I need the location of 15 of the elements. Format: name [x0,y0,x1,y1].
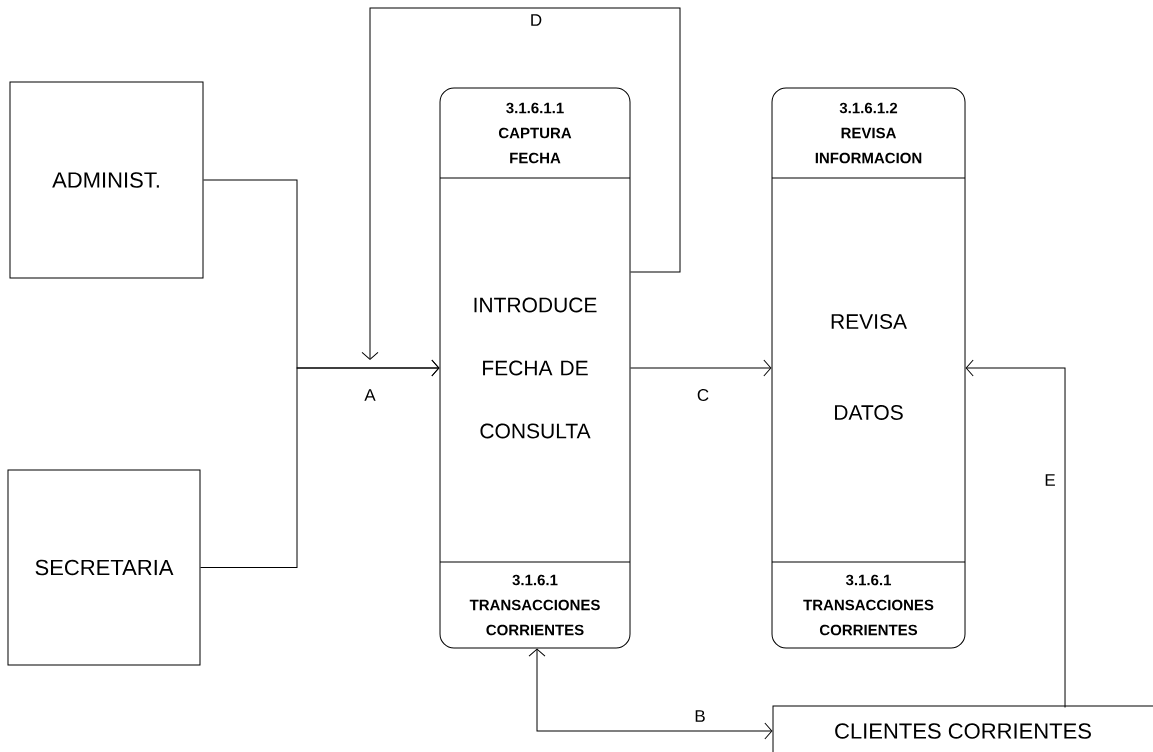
edge-label: E [1042,472,1058,488]
data-store: CLIENTES CORRIENTES [772,705,1153,752]
edge-label: A [362,387,378,403]
process-box: 3.1.6.1.2 REVISA INFORMACION REVISA DATOS 3.1.6.1 TRANSACCIONES CORRIENTES [771,87,966,649]
arrow [361,7,681,360]
arrow [200,359,440,568]
arrow [528,648,773,740]
arrow [630,359,772,377]
box: SECRETARIA [7,469,201,666]
arrow [965,359,1066,708]
edge-label: C [695,387,711,403]
box: ADMINIST. [9,81,204,279]
process-box: 3.1.6.1.1 CAPTURA FECHA INTRODUCE FECHA DE CONSULTA 3.1.6.1 TRANSACCIONES CORRIENTES [439,87,631,649]
edge-label: B [692,708,708,724]
edge-label: D [528,12,544,28]
